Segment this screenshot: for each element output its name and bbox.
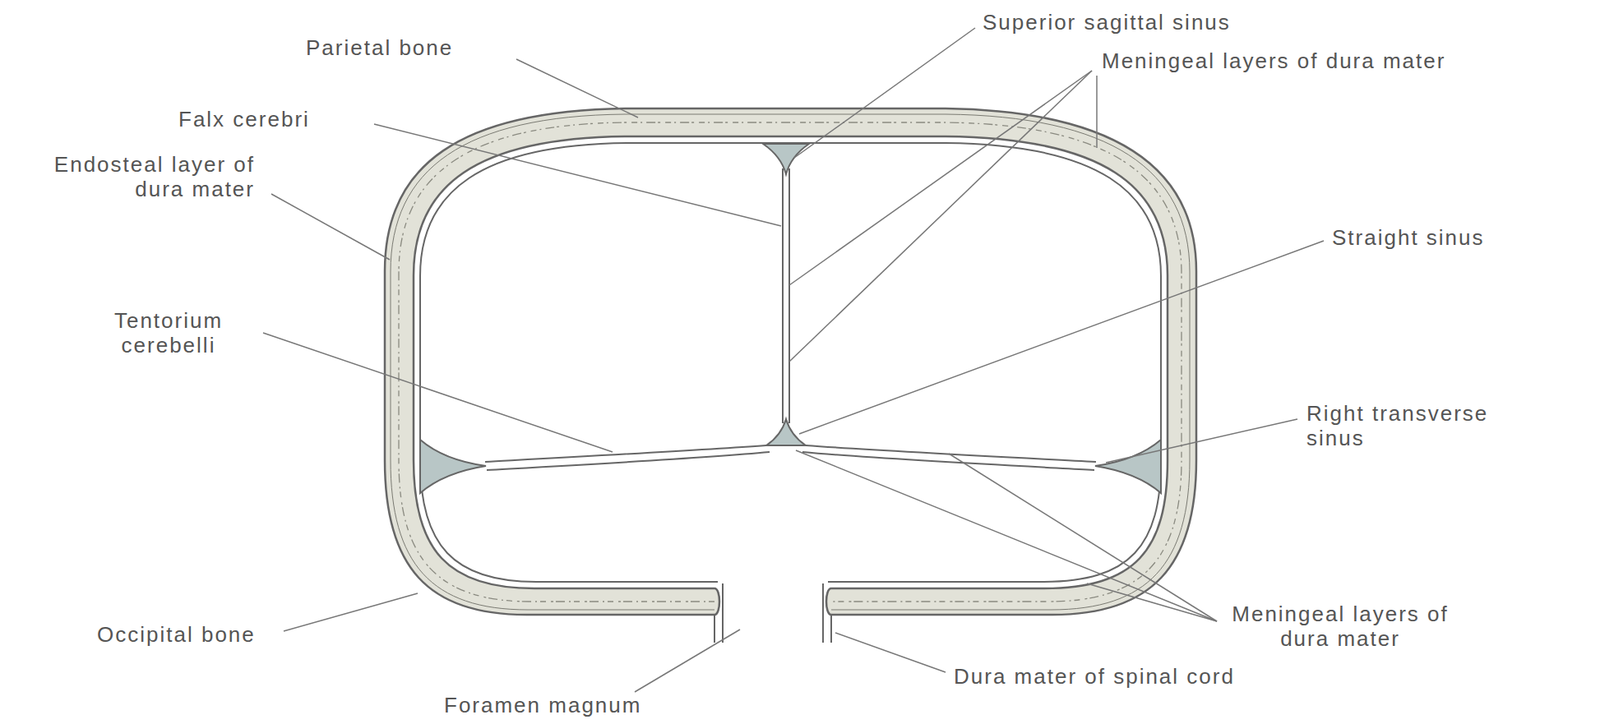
part-label: Meningeal layers of dura mater [1225,601,1456,652]
part-label: Tentorium cerebelli [82,308,255,358]
leader-line [263,332,613,453]
part-label: Falx cerebri [178,106,310,132]
leader-line [634,629,740,693]
part-label: Dura mater of spinal cord [953,664,1235,690]
leader-line [835,633,946,673]
part-label: Straight sinus [1331,225,1485,250]
leader-line [799,240,1324,435]
leader-line [795,450,1217,622]
part-label: Occipital bone [97,622,256,648]
part-label: Right transverse sinus [1306,401,1529,451]
leader-line [789,70,1092,362]
falx-cerebri [782,168,790,424]
left-transverse-sinus [420,439,486,494]
part-label: Parietal bone [305,35,454,61]
leader-line [283,593,418,632]
leader-line [948,453,1217,622]
leader-line [1086,583,1217,622]
leader-line [1105,419,1298,463]
endosteal-layer-line [390,114,1190,611]
leader-line [516,59,639,118]
meningeal-dura-line [420,143,1161,583]
bone-texture [398,122,1182,602]
right-transverse-sinus [1095,439,1161,494]
part-label: Meningeal layers of dura mater [1101,48,1446,74]
straight-sinus [766,419,806,446]
tentorium-cerebelli [485,445,1096,471]
leader-line [271,194,390,260]
part-label: Endosteal layer of dura mater [32,152,255,202]
skull-bone [384,108,1197,616]
leader-line [1095,75,1098,148]
superior-sagittal-sinus [763,143,810,175]
part-label: Foramen magnum [443,693,642,718]
leader-line [374,124,782,227]
leader-line [789,70,1092,286]
leader-lines [263,27,1324,693]
part-label: Superior sagittal sinus [982,9,1231,35]
leader-line [794,27,976,158]
